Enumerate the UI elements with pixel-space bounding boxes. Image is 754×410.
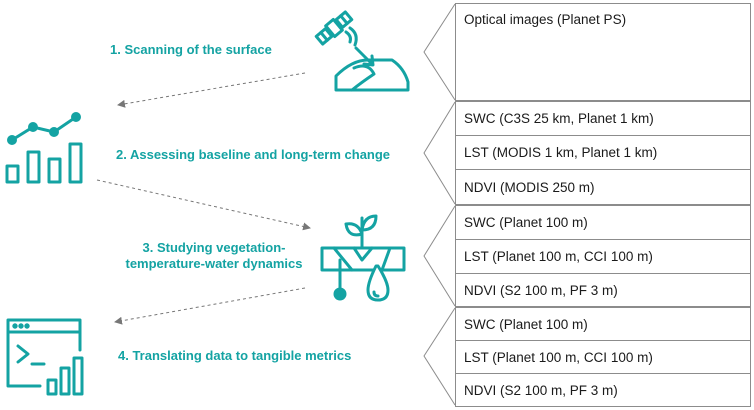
arrow-3	[114, 287, 306, 325]
data-row: NDVI (S2 100 m, PF 3 m)	[464, 282, 618, 298]
data-group-1: Optical images (Planet PS)	[455, 3, 751, 101]
data-group-3: SWC (Planet 100 m) LST (Planet 100 m, CC…	[455, 205, 751, 307]
data-row: SWC (C3S 25 km, Planet 1 km)	[456, 102, 750, 136]
arrow-1	[117, 72, 306, 108]
step-4-label: 4. Translating data to tangible metrics	[118, 348, 352, 363]
step-3-label: 3. Studying vegetation- temperature-wate…	[104, 240, 324, 272]
data-row: LST (Planet 100 m, CCI 100 m)	[456, 240, 750, 274]
bracket-1	[423, 3, 456, 101]
terminal-chart-icon	[6, 318, 84, 396]
step-3-label-line2: temperature-water dynamics	[125, 256, 303, 271]
data-row: SWC (Planet 100 m)	[456, 206, 750, 240]
step-2-label: 2. Assessing baseline and long-term chan…	[116, 147, 391, 162]
arrow-2	[96, 179, 311, 231]
bracket-3	[423, 205, 456, 307]
bracket-4	[423, 307, 456, 406]
bracket-2	[423, 101, 456, 205]
data-row: NDVI (MODIS 250 m)	[464, 179, 595, 195]
step-1-label: 1. Scanning of the surface	[110, 42, 272, 57]
data-row: SWC (Planet 100 m)	[456, 308, 750, 341]
satellite-icon	[314, 10, 410, 92]
data-row: LST (MODIS 1 km, Planet 1 km)	[456, 136, 750, 170]
data-group-4: SWC (Planet 100 m) LST (Planet 100 m, CC…	[455, 307, 751, 407]
trend-chart-icon	[5, 112, 83, 184]
step-3-label-line1: 3. Studying vegetation-	[142, 240, 286, 255]
data-group-2: SWC (C3S 25 km, Planet 1 km) LST (MODIS …	[455, 101, 751, 205]
data-row: Optical images (Planet PS)	[464, 12, 627, 27]
vegetation-water-icon	[320, 214, 406, 302]
data-row: LST (Planet 100 m, CCI 100 m)	[456, 341, 750, 374]
data-row: NDVI (S2 100 m, PF 3 m)	[464, 382, 618, 398]
